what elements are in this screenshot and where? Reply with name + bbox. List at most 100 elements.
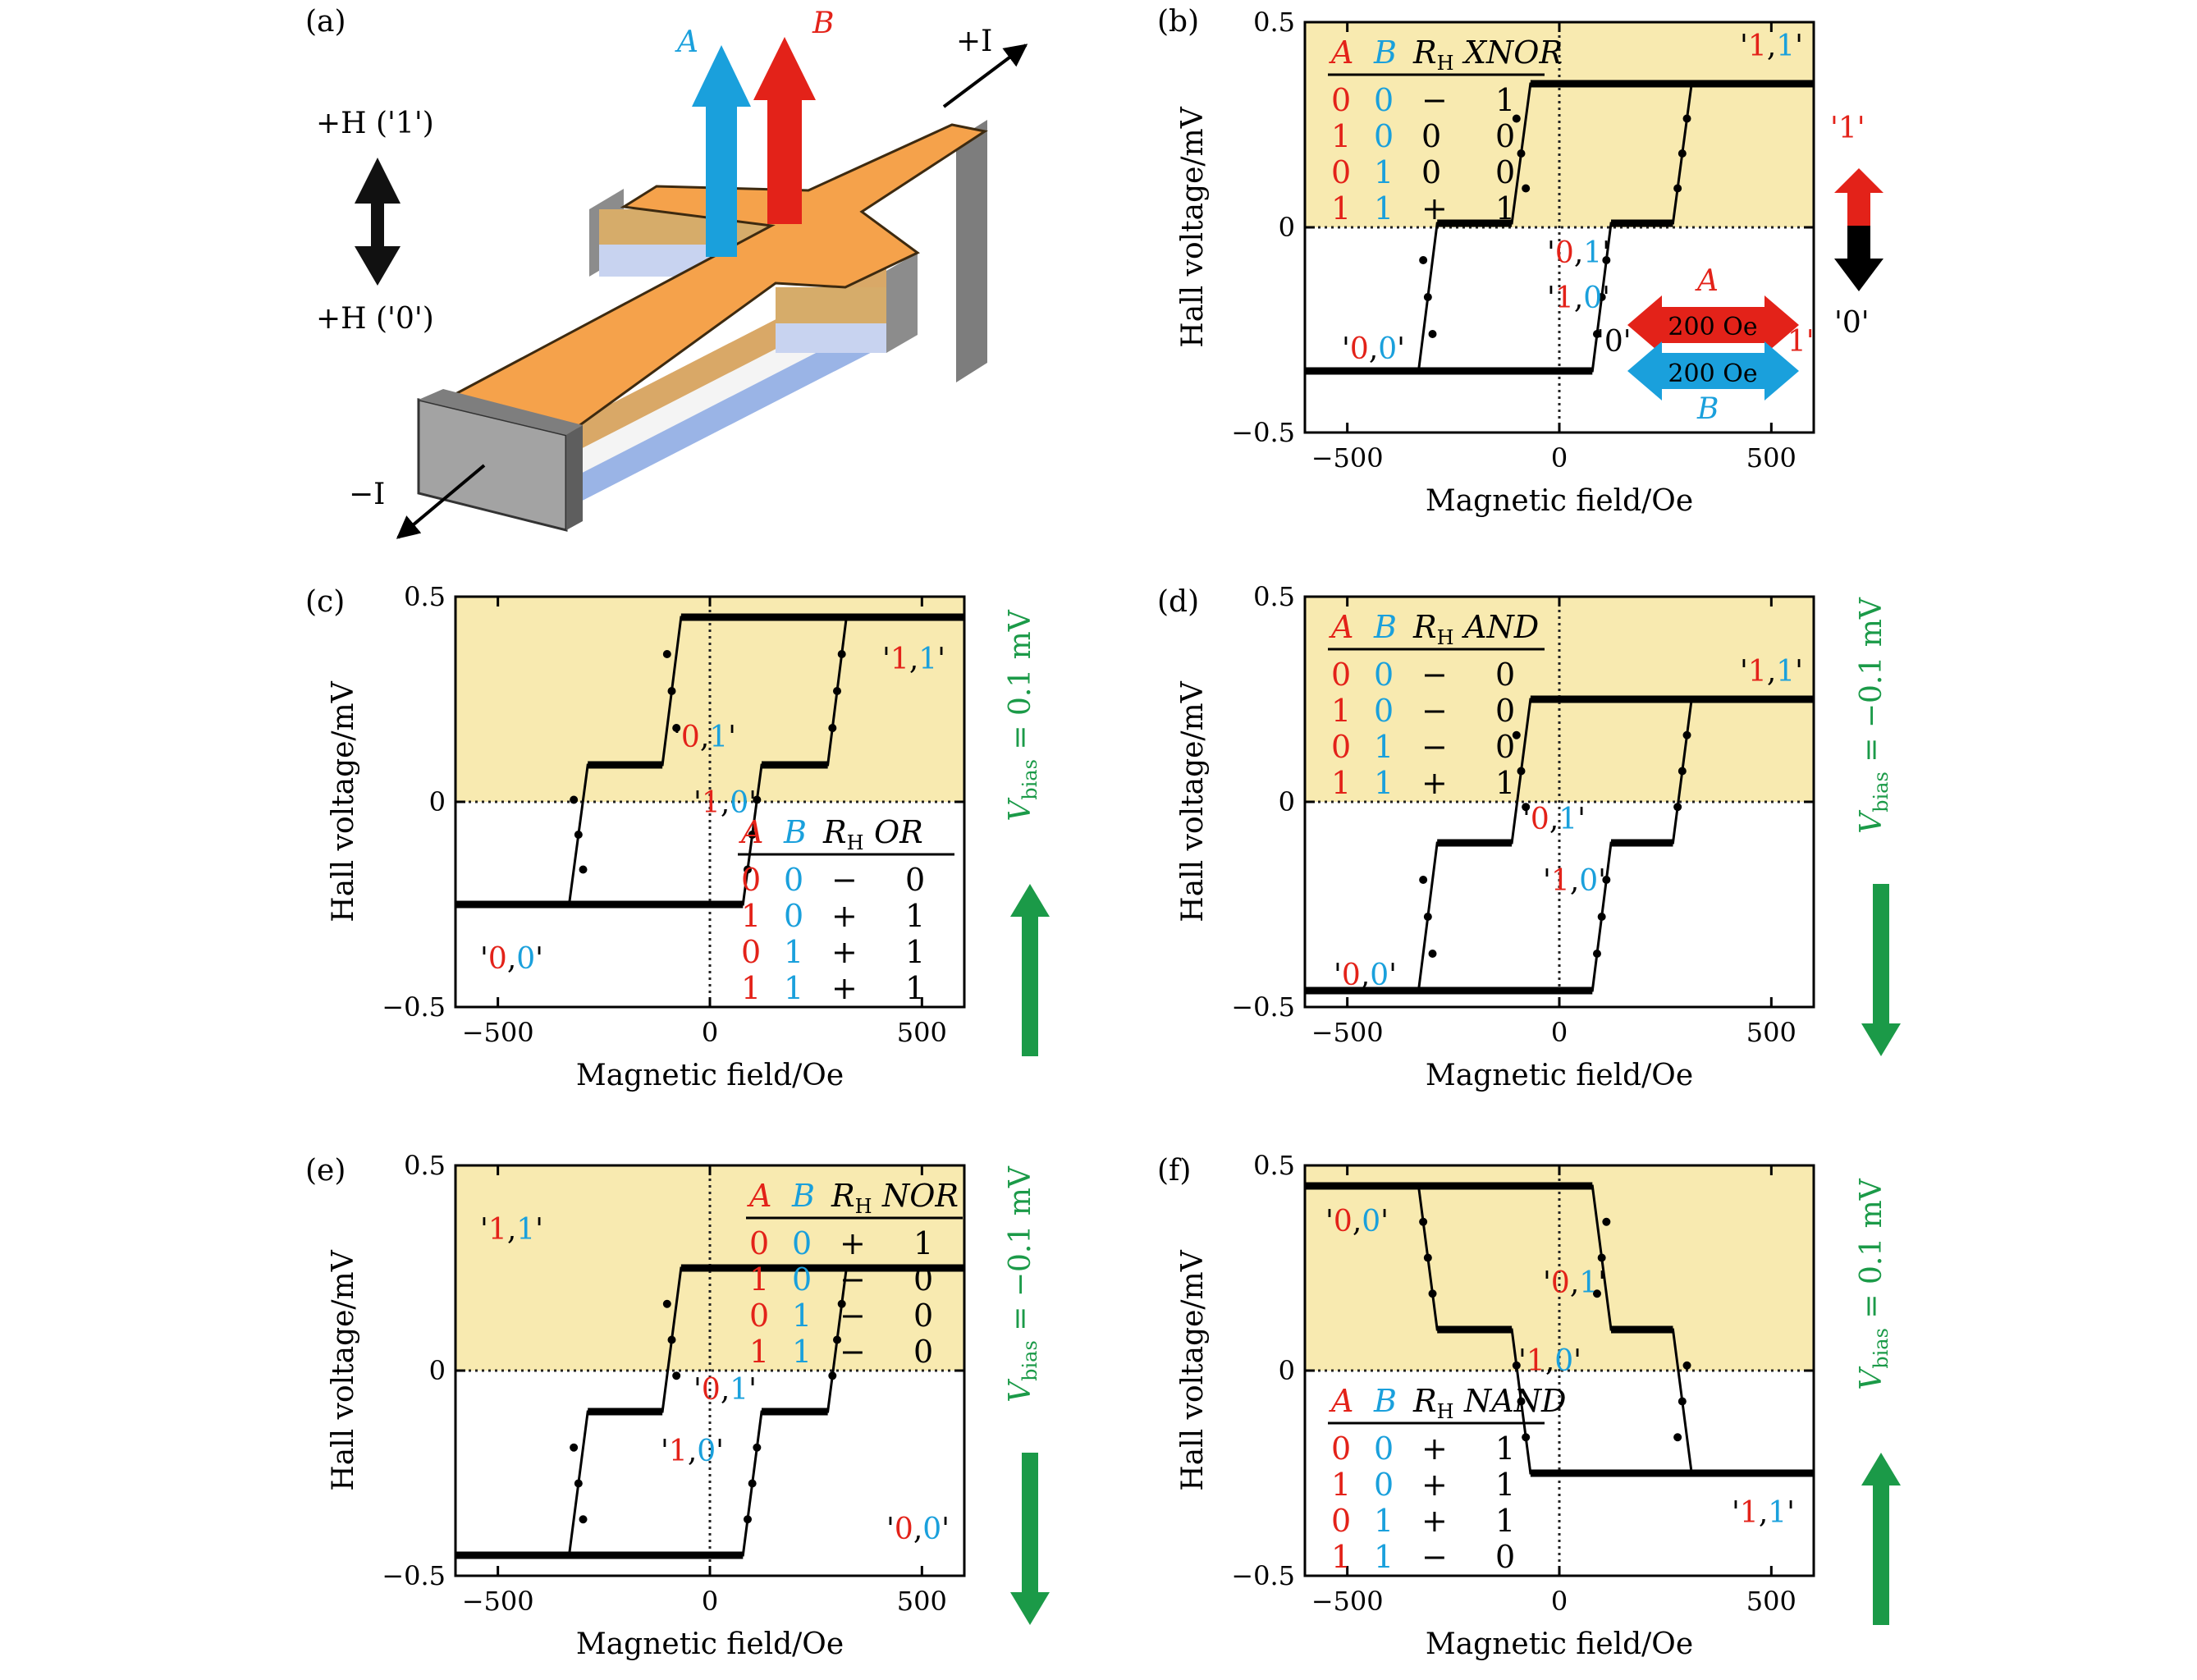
table-cell-out: 0: [1495, 693, 1515, 729]
hall-bar-device: [417, 120, 988, 532]
data-point: [662, 1299, 671, 1308]
table-cell-b: 0: [1374, 1467, 1394, 1503]
panel-a-device-schematic: (a) B: [305, 5, 1028, 539]
bias-arrow-down: [1861, 884, 1901, 1056]
data-point: [574, 1479, 583, 1488]
table-header-rh: RH: [831, 1178, 872, 1218]
data-point: [1592, 1289, 1601, 1298]
data-point: [1512, 1361, 1521, 1370]
bias-arrow-up: [1861, 1453, 1901, 1625]
data-point: [1419, 1217, 1428, 1226]
data-point: [1592, 330, 1601, 338]
table-cell-b: 1: [1374, 154, 1394, 190]
data-point: [1522, 184, 1531, 193]
x-tick-label: 500: [897, 1017, 947, 1048]
data-point: [1419, 256, 1428, 264]
table-cell-out: 1: [905, 934, 925, 970]
right-contact-face: [956, 120, 987, 382]
table-cell-out: 0: [913, 1261, 933, 1298]
table-cell-out: 0: [1495, 118, 1515, 154]
table-cell-rh: +: [831, 898, 858, 934]
legend-up-arrow: [1834, 168, 1883, 226]
x-tick-label: −500: [1311, 1586, 1384, 1617]
legend-arrow-A-label: A: [1695, 264, 1719, 298]
data-point: [837, 650, 846, 658]
table-header-gate: NOR: [881, 1178, 959, 1214]
y-axis-label: Hall voltage/mV: [1176, 1249, 1210, 1490]
data-point: [1597, 1253, 1606, 1262]
table-cell-a: 0: [741, 934, 761, 970]
x-tick-label: 500: [897, 1586, 947, 1617]
table-cell-rh: +: [1421, 765, 1448, 801]
data-point: [828, 724, 837, 732]
table-cell-a: 1: [1331, 693, 1351, 729]
data-point: [1602, 1217, 1611, 1226]
panel-letter: (c): [305, 585, 345, 619]
data-point: [662, 650, 671, 658]
data-point: [667, 687, 676, 695]
y-tick-label: 0.5: [1253, 1150, 1295, 1181]
table-header-rh: RH: [1412, 1383, 1454, 1423]
data-point: [1423, 913, 1432, 921]
state-label-10: '1,0': [693, 786, 757, 820]
state-label-11: '1,1': [882, 643, 945, 676]
legend-arrow-A: [1627, 295, 1799, 355]
y-tick-label: 0: [429, 786, 446, 817]
label-H-zero: +H ('0'): [316, 302, 434, 336]
table-cell-out: 1: [1495, 1467, 1515, 1503]
table-cell-b: 1: [784, 970, 803, 1006]
data-point: [1522, 803, 1531, 812]
y-tick-label: −0.5: [1231, 1560, 1295, 1591]
sweep-down-line: [455, 616, 964, 906]
x-tick-label: 0: [1551, 1017, 1568, 1048]
data-point: [1517, 1397, 1526, 1406]
x-tick-label: 500: [1746, 1586, 1797, 1617]
state-label-00: '0,0': [480, 942, 543, 976]
table-cell-out: 1: [1495, 82, 1515, 118]
data-point: [1428, 950, 1437, 958]
bias-arrow-down: [1010, 1453, 1050, 1625]
bias-label: Vbias = 0.1 mV: [1004, 609, 1041, 822]
table-cell-a: 1: [741, 898, 761, 934]
data-point: [1673, 184, 1682, 193]
data-point: [1597, 913, 1606, 921]
legend-one-label: '1': [1830, 112, 1865, 145]
y-tick-label: 0: [1279, 786, 1295, 817]
table-cell-b: 1: [1374, 1503, 1394, 1539]
table-header-gate: OR: [874, 814, 923, 850]
state-label-10: '1,0': [1543, 864, 1606, 898]
data-point: [1597, 293, 1606, 301]
data-point: [667, 1335, 676, 1344]
x-tick-label: −500: [462, 1586, 534, 1617]
legend-right-state: '1': [1779, 325, 1815, 359]
data-point: [1512, 114, 1521, 123]
x-tick-label: −500: [1311, 1017, 1384, 1048]
data-point: [743, 1515, 752, 1524]
table-cell-rh: +: [1421, 1467, 1448, 1503]
state-label-10: '1,0': [1518, 1344, 1581, 1378]
table-cell-b: 1: [784, 934, 803, 970]
data-point: [753, 795, 762, 804]
bias-label: Vbias = −0.1 mV: [1004, 1165, 1041, 1403]
x-tick-label: −500: [462, 1017, 534, 1048]
label-minus-I: −I: [349, 478, 385, 511]
state-label-10: '1,0': [661, 1435, 724, 1468]
legend-arrow-stem: [1847, 226, 1870, 259]
y-axis-label: Hall voltage/mV: [327, 680, 360, 922]
table-cell-b: 1: [1374, 190, 1394, 227]
panel-letter: (e): [305, 1154, 346, 1188]
table-cell-a: 0: [1331, 1503, 1351, 1539]
legend-zero-label: '0': [1834, 306, 1870, 340]
table-cell-b: 0: [1374, 1431, 1394, 1467]
sweep-down-line: [1305, 82, 1814, 373]
table-cell-b: 1: [1374, 1539, 1394, 1575]
table-header-a: A: [739, 814, 763, 850]
table-cell-out: 0: [913, 1298, 933, 1334]
main-bar-side-bottom-layer: [566, 317, 886, 509]
table-header-b: B: [1373, 34, 1397, 71]
table-header-a: A: [747, 1178, 771, 1214]
